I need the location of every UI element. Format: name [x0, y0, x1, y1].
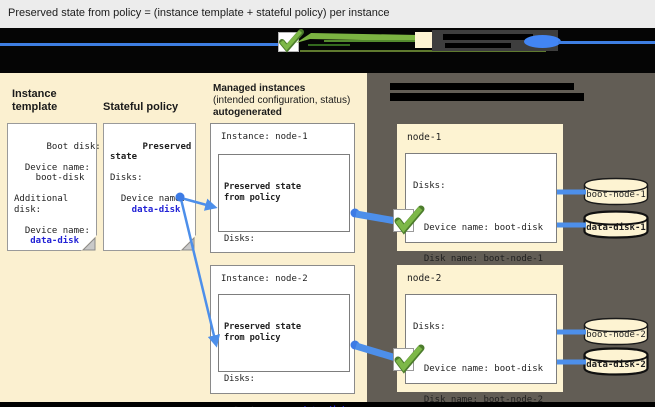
managed-instance-node-2-box: Instance: node-2 Preserved state from po…: [210, 265, 355, 407]
device-name-line: Device name: data-disk: [224, 406, 347, 407]
boot-device-line: Device name: boot-disk: [413, 363, 544, 374]
disk-cylinder-data-disk-2: data-disk-2: [583, 347, 649, 376]
managed-instance-node-1-box: Instance: node-1 Preserved state from po…: [210, 123, 355, 307]
node-2-preserved-state-box: Preserved state from policy Disks: Devic…: [218, 294, 350, 407]
diagram-title: Preserved state from policy = (instance …: [8, 7, 390, 19]
legend-vm-box-icon: [432, 30, 558, 51]
disk-label: boot-node-1: [586, 190, 646, 200]
legend-disk-icon: [524, 35, 561, 48]
title-strip: Preserved state from policy = (instance …: [0, 0, 655, 28]
legend-checkmark-icon: [279, 29, 304, 53]
disk-icon: [583, 177, 649, 206]
instance-node-2-label: Instance: node-2: [221, 274, 308, 284]
applied-checkbox-node-2: [393, 344, 425, 374]
checkmark-icon: [394, 205, 425, 235]
applied-checkbox-node-1: [393, 205, 425, 235]
folded-corner-icon: [81, 235, 97, 251]
disk-icon: [583, 210, 649, 239]
disk-cylinder-boot-node-1: boot-node-1: [583, 177, 649, 206]
disk-icon: [583, 317, 649, 346]
vm-node-1-disks-box: Disks: Device name: boot-disk Disk name:…: [405, 153, 557, 337]
instance-template-heading: Instance template: [12, 88, 58, 113]
vm-node-2-disks-box: Disks: Device name: boot-disk Disk name:…: [405, 294, 557, 405]
instance-template-doc: Boot disk: Device name: boot-disk Additi…: [7, 123, 101, 251]
vm-node-2-label: node-2: [407, 273, 442, 284]
policy-doc-title: Preserved state: [110, 141, 192, 163]
managed-heading-line2: (intended configuration, status): [213, 95, 351, 106]
disk-label: data-disk-2: [586, 360, 646, 370]
disk-label: boot-node-2: [586, 330, 646, 340]
redacted-heading-line: [390, 83, 574, 90]
disks-label: Disks:: [413, 181, 446, 191]
policy-doc-body: Disks: Device name:: [110, 173, 186, 204]
redacted-legend-text: [443, 34, 533, 40]
policy-data-disk-value: data-disk: [110, 204, 181, 215]
legend-connector-line-right: [558, 41, 655, 44]
stateful-policy-doc: Preserved state Disks: Device name: data…: [103, 123, 196, 251]
template-data-disk-value: data-disk: [14, 236, 80, 246]
legend-thin-green-line: [300, 50, 546, 52]
stateful-policy-heading: Stateful policy: [103, 101, 179, 113]
legend-green-arrow-icon: [296, 33, 418, 46]
managed-heading-line1: Managed instances: [213, 83, 306, 94]
vm-node-1-label: node-1: [407, 132, 442, 143]
disk-icon: [583, 347, 649, 376]
disks-label: Disks:: [224, 374, 255, 384]
preserved-state-title: Preserved state from policy: [224, 322, 301, 343]
boot-disk-line: Disk name: boot-node-2: [413, 395, 544, 405]
managed-heading-line3: autogenerated: [213, 107, 282, 118]
redacted-legend-text: [445, 43, 511, 48]
boot-disk-line: Disk name: boot-node-1: [413, 254, 544, 264]
disks-label: Disks:: [224, 234, 255, 244]
folded-corner-icon: [180, 235, 196, 251]
template-doc-body: Boot disk: Device name: boot-disk Additi…: [14, 141, 101, 236]
boot-device-line: Device name: boot-disk: [413, 222, 544, 233]
legend-template-card-icon: [415, 32, 432, 48]
managed-instances-heading: Managed instances (intended configuratio…: [213, 83, 350, 119]
legend-connector-line-left: [0, 43, 279, 46]
bottom-bar: [0, 402, 655, 407]
disks-label: Disks:: [413, 322, 446, 332]
disk-cylinder-data-disk-1: data-disk-1: [583, 210, 649, 239]
vm-node-2-box: node-2 Disks: Device name: boot-disk Dis…: [397, 265, 563, 405]
disk-label: data-disk-1: [586, 223, 646, 233]
preserved-state-title: Preserved state from policy: [224, 182, 301, 203]
redacted-heading-line: [390, 93, 584, 101]
instance-node-1-label: Instance: node-1: [221, 132, 308, 142]
checkmark-icon: [394, 344, 425, 374]
legend-band: [0, 28, 655, 73]
node-1-preserved-state-box: Preserved state from policy Disks: Devic…: [218, 154, 350, 307]
disk-cylinder-boot-node-2: boot-node-2: [583, 317, 649, 346]
vm-node-1-box: node-1 Disks: Device name: boot-disk Dis…: [397, 124, 563, 337]
device-value: data-disk: [301, 406, 347, 407]
